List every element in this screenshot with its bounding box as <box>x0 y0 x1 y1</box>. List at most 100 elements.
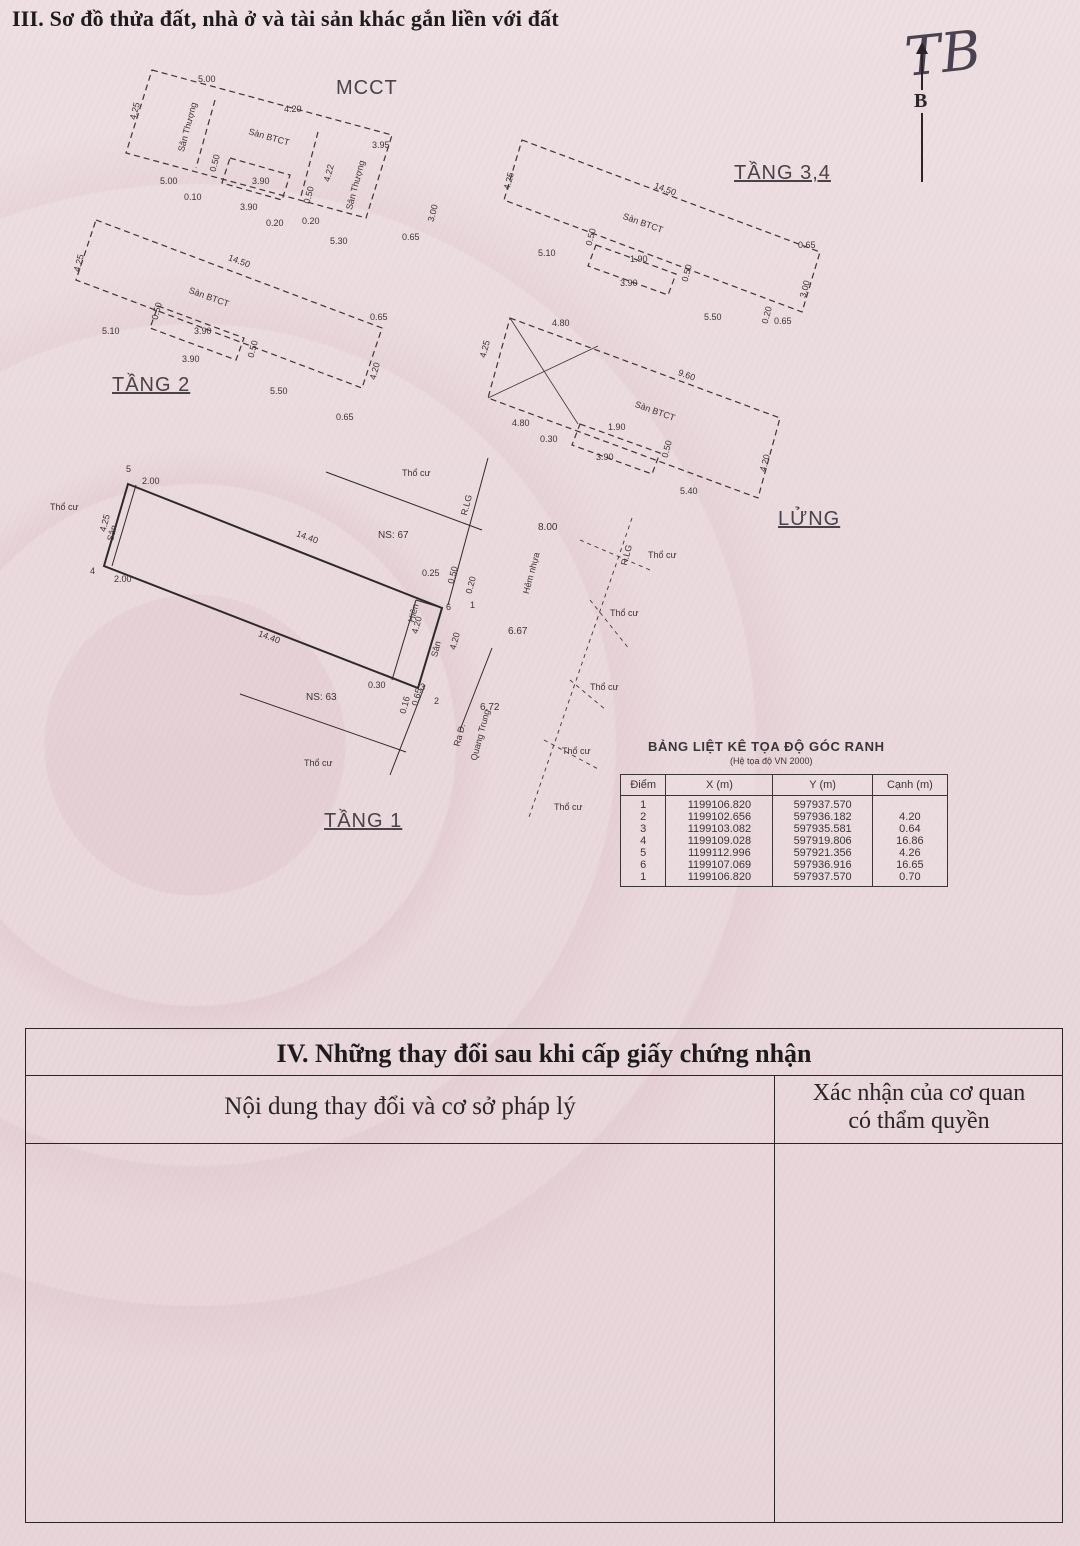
table-row: 5 1199112.996 597921.356 4.26 <box>619 847 949 859</box>
tang1-area-label: Thổ cư <box>402 468 431 478</box>
mcct-outline <box>125 69 393 219</box>
tang1-parcel <box>102 482 444 690</box>
table-row: 3 1199103.082 597935.581 0.64 <box>619 823 949 835</box>
coord-table-header: Điểm X (m) Y (m) Cạnh (m) <box>619 774 949 796</box>
cell-y: 597935.581 <box>772 823 873 835</box>
tang1-point: 5 <box>126 464 132 474</box>
tang2-dim: 0.65 <box>370 312 388 322</box>
mcct-dim: 3.90 <box>240 202 258 212</box>
tang2-title: TẦNG 2 <box>112 374 191 396</box>
tang1-title: TẦNG 1 <box>324 810 403 832</box>
header-edge: Cạnh (m) <box>871 774 949 796</box>
changes-col-confirm: Xác nhận của cơ quan có thẩm quyền <box>776 1079 1062 1135</box>
tang2-dim: 5.10 <box>102 326 120 336</box>
coord-table: Điểm X (m) Y (m) Cạnh (m) 1 1199106.820 … <box>619 774 949 887</box>
header-x: X (m) <box>665 774 774 796</box>
cell-point: 4 <box>619 835 667 847</box>
cell-y: 597921.356 <box>772 847 873 859</box>
tang2-dim: 5.50 <box>270 386 288 396</box>
tang2-stair <box>149 305 245 361</box>
cell-edge: 4.20 <box>871 811 949 823</box>
section4-title: IV. Những thay đổi sau khi cấp giấy chứn… <box>26 1029 1062 1076</box>
lung-dim: 5.40 <box>680 486 698 496</box>
cell-edge: 0.70 <box>871 871 949 887</box>
cell-edge: 0.64 <box>871 823 949 835</box>
tang1-area-label: NS: 67 <box>378 530 409 541</box>
tang34-dim: 0.65 <box>798 240 816 250</box>
cell-x: 1199109.028 <box>665 835 774 847</box>
cell-point: 6 <box>619 859 667 871</box>
mcct-dim: 3.90 <box>252 176 270 186</box>
tang1-dim: 8.00 <box>538 522 558 533</box>
header-y: Y (m) <box>772 774 873 796</box>
coord-table-subtitle: (Hệ tọa độ VN 2000) <box>730 756 813 766</box>
tang1-dim: 2.00 <box>114 574 132 584</box>
cell-y: 597937.570 <box>772 795 873 811</box>
tang34-dim: 0.65 <box>774 316 792 326</box>
cell-edge: 4.26 <box>871 847 949 859</box>
lung-stair <box>571 423 661 475</box>
mcct-dim: 5.30 <box>330 236 348 246</box>
tang1-point: 4 <box>90 566 96 576</box>
north-letter: B <box>914 90 928 113</box>
tang34-stair <box>587 244 677 296</box>
cell-point: 5 <box>619 847 667 859</box>
mcct-dim: 4.20 <box>284 104 302 114</box>
table-row: 1 1199106.820 597937.570 <box>619 795 949 811</box>
lung-dim: 0.30 <box>540 434 558 444</box>
tang34-dim: 5.10 <box>538 248 556 258</box>
section3-title: III. Sơ đồ thửa đất, nhà ở và tài sản kh… <box>12 6 559 31</box>
tang1-point: 6 <box>446 602 452 612</box>
lung-dim: 4.80 <box>512 418 530 428</box>
cell-x: 1199112.996 <box>665 847 774 859</box>
tang1-dim: 0.25 <box>422 568 440 578</box>
land-plot-drawing: MCCT 5.00 4.20 4.25 3.95 3.90 3.90 5.00 … <box>0 40 1080 960</box>
tang2-dim: 0.65 <box>336 412 354 422</box>
mcct-dim: 0.10 <box>184 192 202 202</box>
mcct-dim: 5.00 <box>160 176 178 186</box>
table-row: 1 1199106.820 597937.570 0.70 <box>619 871 949 887</box>
tang1-area-label: Thổ cư <box>50 502 79 512</box>
cell-point: 3 <box>619 823 667 835</box>
tang1-area-label: Thổ cư <box>562 746 591 756</box>
lung-title: LỬNG <box>778 508 841 530</box>
coord-table-title: BẢNG LIỆT KÊ TỌA ĐỘ GÓC RANH <box>648 739 885 754</box>
tang1-dim: 2.00 <box>142 476 160 486</box>
tang1-area-label: Thổ cư <box>590 682 619 692</box>
mcct-stair <box>221 157 291 201</box>
cell-y: 597936.182 <box>772 811 873 823</box>
changes-column-divider <box>774 1075 775 1522</box>
mcct-dim: 0.20 <box>266 218 284 228</box>
lung-outline <box>487 317 781 499</box>
floor-plans-svg <box>75 69 821 821</box>
cell-x: 1199106.820 <box>665 795 774 811</box>
lung-dim: 4.80 <box>552 318 570 328</box>
tang1-dim: 6.72 <box>480 702 500 713</box>
tang1-dim: 6.67 <box>508 626 528 637</box>
north-arrow: B <box>912 42 936 184</box>
mcct-dim: 3.95 <box>372 140 390 150</box>
cell-x: 1199106.820 <box>665 871 774 887</box>
tang1-area-label: Thổ cư <box>304 758 333 768</box>
tang1-area-label: NS: 63 <box>306 692 337 703</box>
changes-table-header: Nội dung thay đổi và cơ sở pháp lý Xác n… <box>26 1075 1062 1144</box>
tang34-title: TẦNG 3,4 <box>734 162 831 184</box>
mcct-dim: 5.00 <box>198 74 216 84</box>
cell-point: 1 <box>619 871 667 887</box>
changes-col-confirm-line1: Xác nhận của cơ quan <box>812 1080 1026 1106</box>
tang34-dim: 1.90 <box>630 254 648 264</box>
tang2-dim: 3.90 <box>194 326 212 336</box>
table-row: 4 1199109.028 597919.806 16.86 <box>619 835 949 847</box>
cell-point: 2 <box>619 811 667 823</box>
tang1-area-label: Thổ cư <box>610 608 639 618</box>
tang34-dim: 5.50 <box>704 312 722 322</box>
mcct-dim: 0.65 <box>402 232 420 242</box>
cell-y: 597937.570 <box>772 871 873 887</box>
changes-col-confirm-line2: có thẩm quyền <box>848 1108 990 1134</box>
tang34-dim: 3.90 <box>620 278 638 288</box>
cell-x: 1199103.082 <box>665 823 774 835</box>
table-row: 6 1199107.069 597936.916 16.65 <box>619 859 949 871</box>
changes-table: IV. Những thay đổi sau khi cấp giấy chứn… <box>25 1028 1063 1523</box>
header-point: Điểm <box>619 774 667 796</box>
